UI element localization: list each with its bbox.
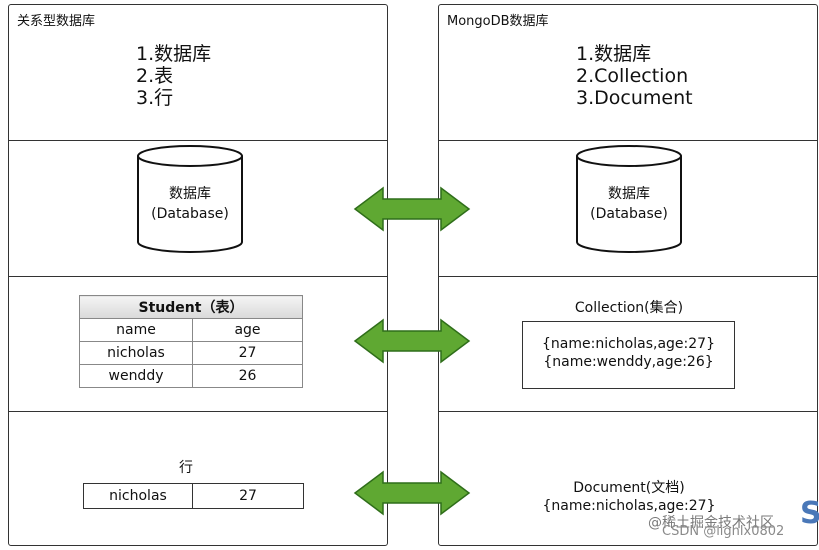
watermark-csdn: CSDN @lighlx0802: [662, 524, 785, 539]
table-caption: Student（表）: [79, 295, 303, 319]
section-divider: [9, 411, 387, 412]
concept-item: 1.数据库: [136, 43, 212, 65]
section-divider: [439, 140, 817, 141]
section-divider: [439, 276, 817, 277]
table-cell: wenddy: [79, 364, 193, 388]
table-cell: nicholas: [79, 341, 193, 365]
mongodb-panel: MongoDB数据库 1.数据库 2.Collection 3.Document…: [438, 4, 818, 546]
concept-item: 1.数据库: [576, 43, 652, 65]
database-cylinder: 数据库 (Database): [136, 144, 244, 254]
row-cell: nicholas: [83, 483, 193, 509]
concept-item: 2.表: [136, 65, 174, 87]
table-cell: 26: [192, 364, 303, 388]
row-label: 行: [179, 460, 193, 476]
collection-title: Collection(集合): [574, 300, 684, 316]
relational-concept-list: 1.数据库 2.表 3.行: [136, 43, 211, 109]
column-header: age: [192, 318, 303, 342]
row-cell: 27: [192, 483, 304, 509]
student-table: Student（表） name age nicholas 27 wenddy 2…: [79, 295, 303, 388]
database-label: 数据库 (Database): [590, 186, 668, 222]
relational-panel-title: 关系型数据库: [17, 14, 96, 29]
concept-item: 2.Collection: [576, 65, 689, 87]
database-label: 数据库 (Database): [151, 186, 229, 222]
document-value: {name:nicholas,age:27}: [542, 498, 716, 514]
watermark-text: @稀土掘金技术社区: [648, 515, 774, 531]
document-title: Document(文档): [573, 480, 685, 496]
mongodb-concept-list: 1.数据库 2.Collection 3.Document: [576, 43, 693, 109]
column-header: name: [79, 318, 193, 342]
concept-item: 3.Document: [576, 87, 693, 109]
watermark-letter: S: [800, 496, 819, 531]
row-table: nicholas 27: [83, 483, 304, 509]
relational-db-panel: 关系型数据库 1.数据库 2.表 3.行 数据库 (Database) Stud…: [8, 4, 388, 546]
collection-box: {name:nicholas,age:27} {name:wenddy,age:…: [522, 321, 735, 389]
section-divider: [439, 411, 817, 412]
table-row: wenddy 26: [79, 364, 303, 388]
mongodb-panel-title: MongoDB数据库: [447, 14, 549, 29]
database-cylinder: 数据库 (Database): [575, 144, 683, 254]
table-header-row: name age: [79, 318, 303, 342]
table-cell: 27: [192, 341, 303, 365]
collection-document: {name:wenddy,age:26}: [543, 354, 714, 370]
table-row: nicholas 27: [79, 341, 303, 365]
section-divider: [9, 276, 387, 277]
mapping-arrow: [353, 470, 471, 516]
section-divider: [9, 140, 387, 141]
document-block: Document(文档) {name:nicholas,age:27}: [439, 479, 819, 515]
collection-document: {name:nicholas,age:27}: [542, 336, 715, 352]
mapping-arrow: [353, 186, 471, 232]
mapping-arrow: [353, 318, 471, 364]
concept-item: 3.行: [136, 87, 174, 109]
